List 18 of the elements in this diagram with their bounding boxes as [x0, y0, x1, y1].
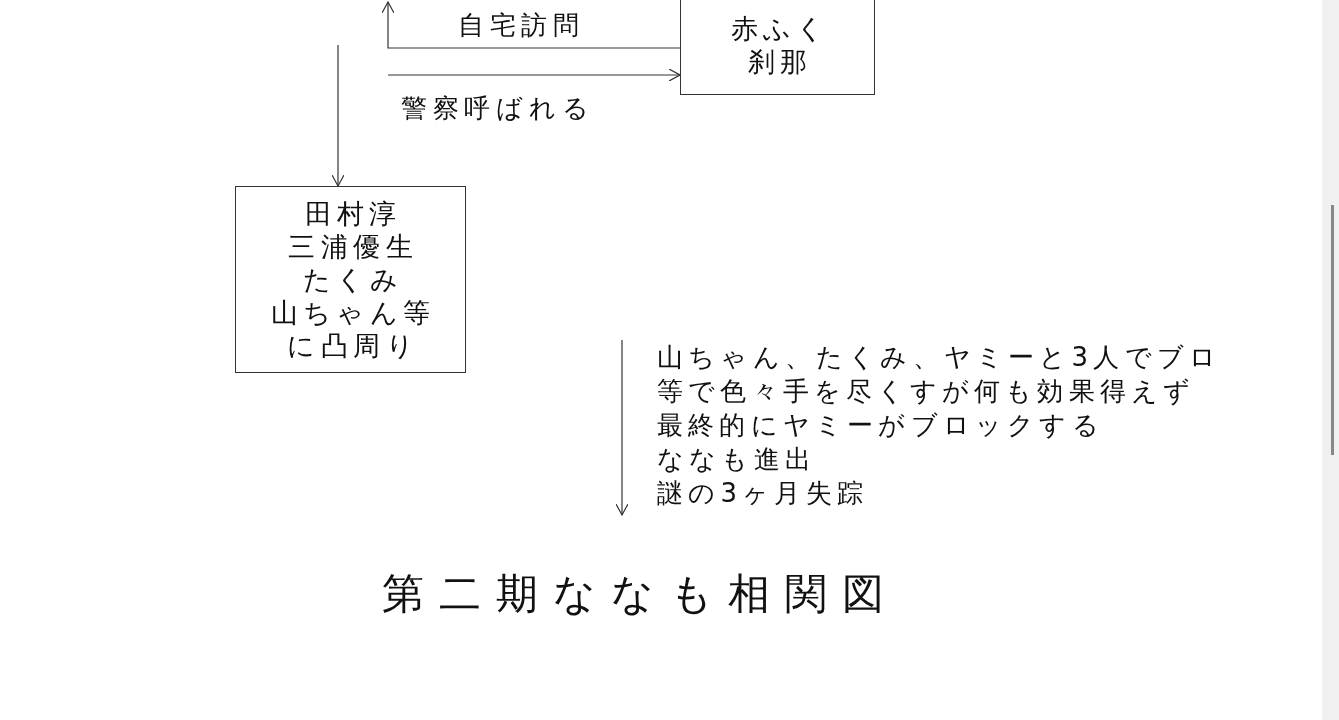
- box-text: 赤ふく: [729, 11, 830, 45]
- note-text: 謎の3ヶ月失踪: [657, 477, 868, 510]
- box-text: 山ちゃん等: [269, 296, 436, 329]
- note-text: 山ちゃん、たくみ、ヤミーと3人でブロ: [657, 341, 1222, 374]
- title: 第二期ななも相関図: [382, 568, 900, 620]
- arrow: [387, 68, 681, 82]
- arrow: [381, 1, 681, 49]
- box-text: 刹那: [746, 44, 813, 78]
- arrow: [331, 44, 345, 187]
- name-box: [680, 0, 875, 95]
- note-text: 最終的にヤミーがブロックする: [657, 409, 1104, 442]
- name-box: [235, 186, 466, 373]
- box-text: 三浦優生: [287, 230, 418, 263]
- box-text: に凸周り: [286, 329, 419, 362]
- box-text: 田村淳: [303, 197, 402, 230]
- box-text: たくみ: [302, 263, 404, 296]
- note-text: ななも進出: [657, 443, 816, 476]
- note-text: 等で色々手を尽くすが何も効果得えず: [657, 375, 1196, 408]
